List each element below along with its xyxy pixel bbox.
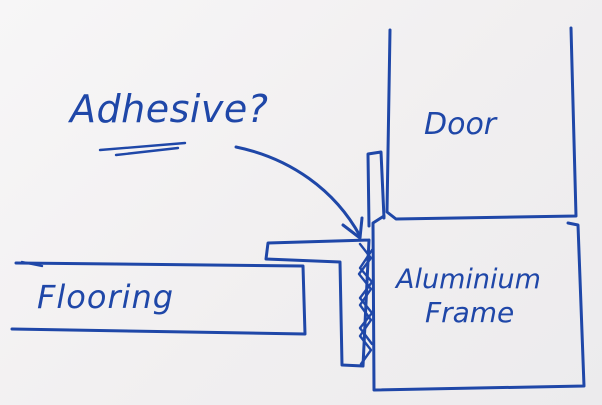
adhesive-arrow (234, 145, 362, 238)
arrow-head-icon (341, 216, 364, 240)
adhesive-underline (98, 141, 187, 157)
adhesive-label: Adhesive? (70, 87, 269, 131)
angle-trim-piece (264, 238, 371, 368)
flooring-label: Flooring (37, 278, 175, 316)
aluminium-frame-outline (371, 214, 586, 392)
door-label: Door (424, 107, 497, 142)
flooring-tick (20, 260, 44, 268)
adhesive-hatching (357, 242, 374, 366)
flooring-outline (10, 261, 307, 336)
frame-flange (366, 150, 386, 228)
door-outline (385, 26, 578, 221)
aluminium-frame-label-line2: Frame (425, 296, 515, 329)
aluminium-frame-label-line1: Aluminium (396, 264, 541, 295)
